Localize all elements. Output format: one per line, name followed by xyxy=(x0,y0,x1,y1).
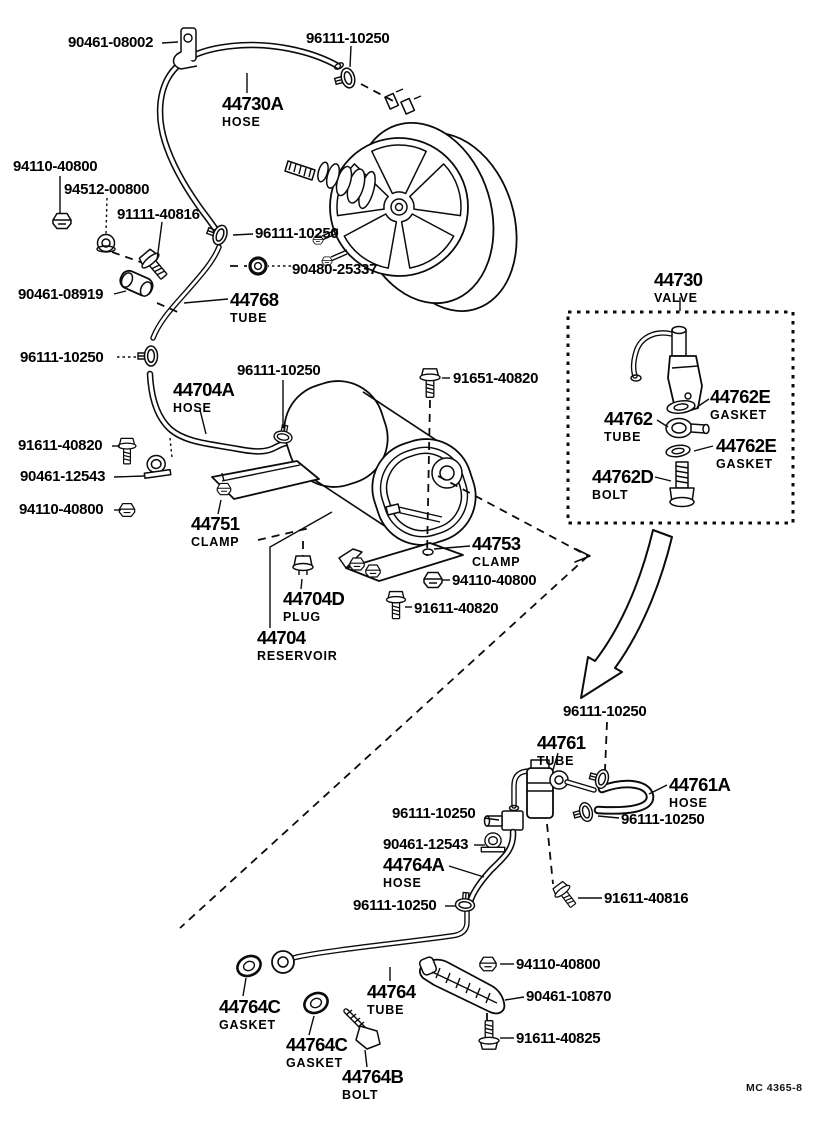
clamp-44753-drawing xyxy=(338,542,464,582)
clamp-96111-10250-a xyxy=(203,220,231,248)
valve-detail-dashed-box xyxy=(566,310,795,525)
dashed-leaders xyxy=(105,83,608,1024)
part-label-91111-40816: 91111-40816 xyxy=(117,206,200,223)
part-label-96111-10250-5: 96111-10250 xyxy=(563,703,647,720)
clamp-90461-12543-left xyxy=(141,453,172,479)
part-label-96111-10250-8: 96111-10250 xyxy=(353,897,437,914)
nut-94110-40800-left xyxy=(52,212,72,230)
part-label-91611-40820-2: 91611-40820 xyxy=(414,600,499,617)
part-label-90461-10870: 90461-10870 xyxy=(526,988,612,1005)
booster-clover xyxy=(371,144,427,195)
leader-lines xyxy=(59,41,714,1068)
bolt-44764b-drawing xyxy=(343,1008,381,1050)
part-label-91651-40820: 91651-40820 xyxy=(453,370,539,387)
part-label-96111-10250-4: 96111-10250 xyxy=(237,362,321,379)
part-label-90461-12543-1: 90461-12543 xyxy=(20,468,106,485)
tube-44762-drawing xyxy=(665,417,710,439)
nut-94110-40800-lower xyxy=(479,956,497,972)
brake-booster-illustration xyxy=(284,88,518,312)
part-label-94110-40800-2: 94110-40800 xyxy=(19,501,104,518)
vacuum-reservoir-illustration xyxy=(283,380,477,546)
bolt-91611-40816-lower xyxy=(550,879,581,912)
gasket-44762e-lower xyxy=(665,444,691,458)
bolt-44762d-drawing xyxy=(669,461,695,508)
clamp-90461-12543-lower xyxy=(480,832,506,853)
nut-94110-40800-mid xyxy=(423,571,443,589)
booster-studs-lower xyxy=(312,228,348,266)
booster-studs-top xyxy=(384,88,422,115)
part-label-96111-10250-6: 96111-10250 xyxy=(392,805,476,822)
nut-94512-00800-icon xyxy=(96,233,116,253)
fitting-96111-10250-left xyxy=(483,810,524,831)
booster-pushrod xyxy=(284,160,376,210)
bolt-91611-40820-left xyxy=(117,437,137,465)
hose-44730a-drawing xyxy=(156,41,344,234)
part-label-96111-10250-7: 96111-10250 xyxy=(621,811,705,828)
bolt-91651-40820-icon xyxy=(419,368,441,399)
part-label-96111-10250-2: 96111-10250 xyxy=(255,225,339,242)
clamp-44751-drawing xyxy=(211,460,320,500)
part-label-94110-40800-4: 94110-40800 xyxy=(516,956,601,973)
part-label-90461-08002: 90461-08002 xyxy=(68,34,154,51)
hose-44764a-drawing xyxy=(466,828,517,906)
nut-94110-40800-left2 xyxy=(118,502,136,518)
part-label-91611-40820-1: 91611-40820 xyxy=(18,437,103,454)
tube-44764-drawing xyxy=(271,903,470,974)
clamp-90461-08002-icon xyxy=(172,27,198,70)
bolt-91611-40820-mid xyxy=(385,590,407,620)
part-label-94110-40800-1: 94110-40800 xyxy=(13,158,98,175)
bolt-91611-40825-icon xyxy=(478,1019,500,1050)
pad-90461-10870-drawing xyxy=(418,956,506,1015)
plug-44704d-drawing xyxy=(292,555,314,575)
valve-44730-drawing xyxy=(630,325,710,508)
fiche-code: MC 4365-8 xyxy=(746,1082,803,1094)
clamp-96111-10250-b xyxy=(137,345,159,367)
tube-44768-drawing xyxy=(150,244,222,341)
detail-callout-arrow xyxy=(580,529,673,699)
part-label-91611-40825: 91611-40825 xyxy=(516,1030,601,1047)
part-label-90480-25337: 90480-25337 xyxy=(292,261,378,278)
clamp-90461-08919-icon xyxy=(119,269,154,297)
clamp-96111-10250-booster xyxy=(332,65,358,92)
part-label-91611-40816: 91611-40816 xyxy=(604,890,689,907)
part-label-96111-10250-1: 96111-10250 xyxy=(306,30,390,47)
gasket-44764c-1 xyxy=(232,951,266,981)
part-label-96111-10250-3: 96111-10250 xyxy=(20,349,104,366)
grommet-90480-25337-icon xyxy=(248,256,268,276)
part-label-90461-08919: 90461-08919 xyxy=(18,286,104,303)
part-label-90461-12543-2: 90461-12543 xyxy=(383,836,469,853)
gasket-44764c-2 xyxy=(299,988,333,1018)
part-label-94512-00800: 94512-00800 xyxy=(64,181,150,198)
valve-44761-assembly xyxy=(480,759,655,853)
part-label-94110-40800-3: 94110-40800 xyxy=(452,572,537,589)
gasket-44762e-upper xyxy=(666,399,696,415)
